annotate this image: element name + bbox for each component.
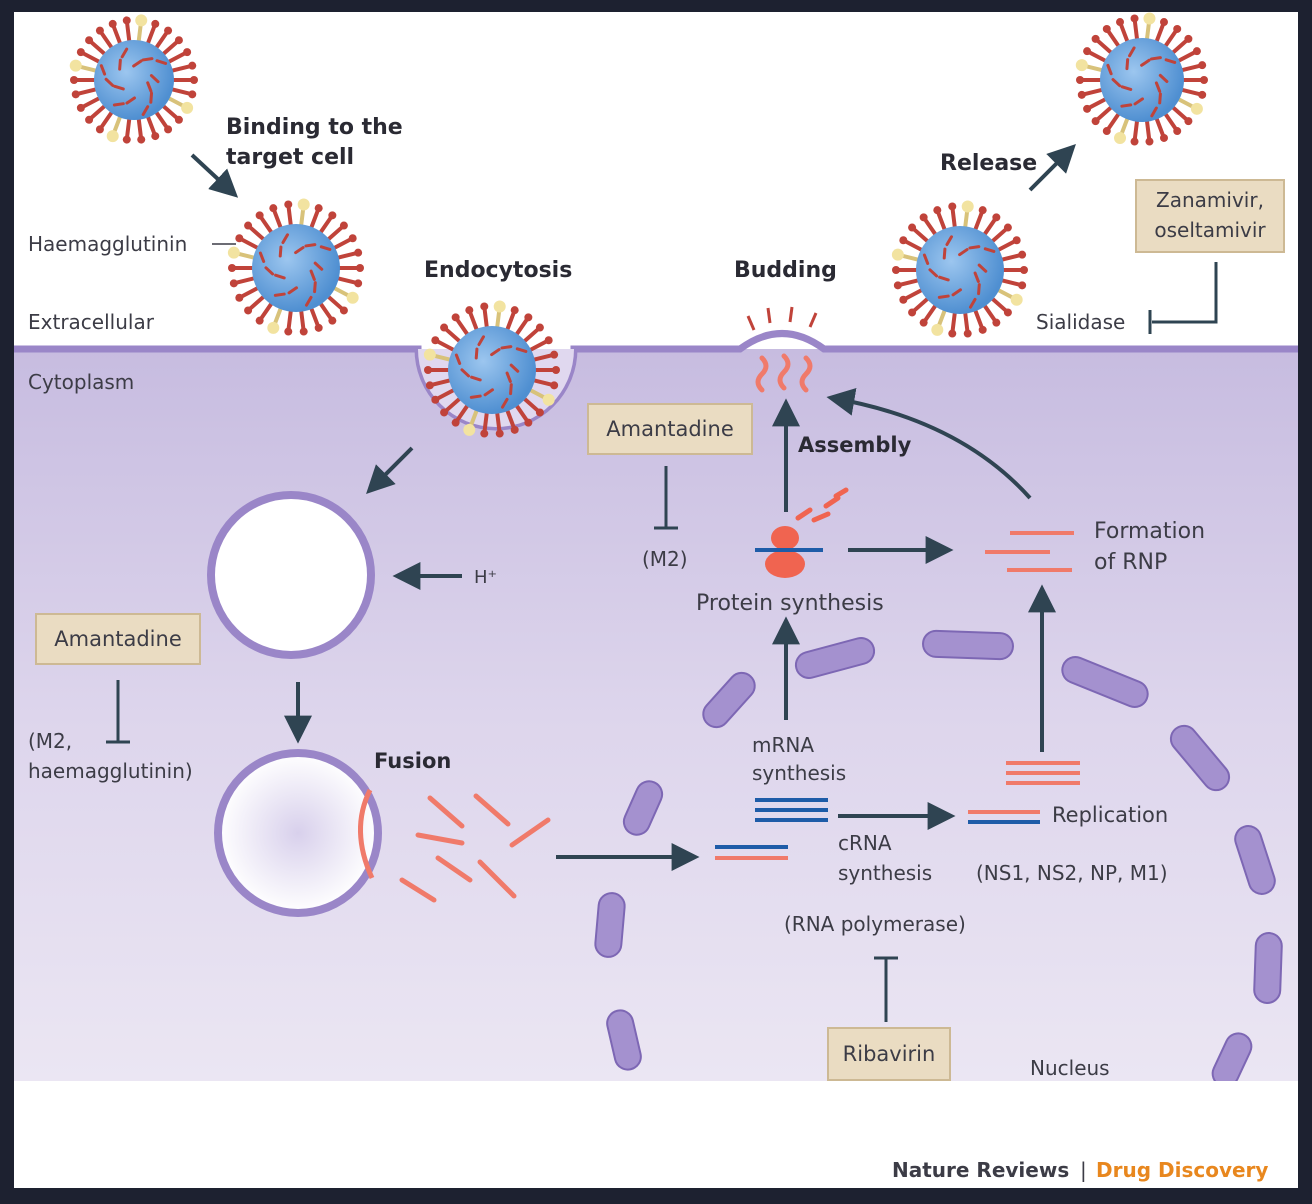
extracellular-label: Extracellular [28,310,155,334]
footer-separator: | [1080,1158,1087,1182]
amantadine-left-label: Amantadine [54,627,182,651]
m2-label: (M2) [642,547,688,571]
virus-particle-endocytosis [423,300,560,438]
nucleus-label: Nucleus [1030,1056,1110,1080]
endosome-vesicle [207,491,375,659]
sialidase-label: Sialidase [1036,310,1125,334]
replication-label: Replication [1052,803,1168,827]
nucleus-envelope [594,629,1283,1088]
drug-box-ribavirin: Ribavirin [827,1027,951,1081]
footer-section: Drug Discovery [1096,1158,1268,1182]
endocytosis-label: Endocytosis [424,258,572,283]
virus-particle-releasing [891,200,1028,338]
mrna-label-2: synthesis [752,761,846,785]
h-plus-label: H⁺ [474,567,497,588]
ribosome-icon [755,487,849,578]
replication-pair [968,810,1040,824]
process-arrows [190,144,1076,871]
mrna-stack [755,798,828,822]
budding-rna [755,353,813,393]
m2-haem-label-2: haemagglutinin) [28,759,193,783]
formation-label-1: Formation [1094,519,1205,544]
fused-vesicle [214,749,382,917]
rnp-lines [985,531,1074,572]
arrow-rnp-assembly [826,388,1032,500]
arrow-endocytosis [366,446,414,494]
cytoplasm-label: Cytoplasm [28,370,134,394]
replication-stack [1006,761,1080,785]
mrna-label-1: mRNA [752,733,814,757]
zanamivir-label-1: Zanamivir, [1156,188,1264,212]
rna-polymerase-label: (RNA polymerase) [784,912,966,936]
protein-synthesis-label: Protein synthesis [696,591,884,616]
assembly-label: Assembly [798,433,912,457]
haemagglutinin-label: Haemagglutinin [28,232,187,256]
input-rna [715,845,788,860]
footer-band [14,1081,1298,1188]
ribavirin-label: Ribavirin [843,1042,936,1066]
drug-box-zanamivir: Zanamivir, oseltamivir [1135,179,1285,253]
virus-particle-bound [227,198,364,336]
m2-haem-label-1: (M2, [28,729,72,753]
binding-label-2: target cell [226,145,354,170]
arrow-binding [190,153,239,198]
proteins-label: (NS1, NS2, NP, M1) [976,861,1168,885]
crna-label-2: synthesis [838,861,932,885]
inhibition-lines [106,262,1218,1022]
virus-particle-released [1075,12,1208,146]
budding-spikes [746,306,818,331]
formation-label-2: of RNP [1094,550,1167,575]
amantadine-top-label: Amantadine [606,417,734,441]
crna-label-1: cRNA [838,831,892,855]
virus-particle-free [69,14,198,144]
binding-label-1: Binding to the [226,115,403,140]
arrow-release [1028,144,1076,192]
fusion-label: Fusion [374,749,451,773]
drug-box-amantadine-left: Amantadine [35,613,201,665]
drug-box-amantadine-top: Amantadine [587,403,753,455]
inhibit-sialidase [1152,262,1218,324]
zanamivir-label-2: oseltamivir [1154,218,1266,242]
fusion-opening [358,788,375,880]
budding-label: Budding [734,258,837,283]
released-rna-segments [399,793,551,903]
cytoplasm-region [14,349,1298,1081]
release-label: Release [940,151,1037,176]
footer-journal: Nature Reviews [892,1158,1069,1182]
